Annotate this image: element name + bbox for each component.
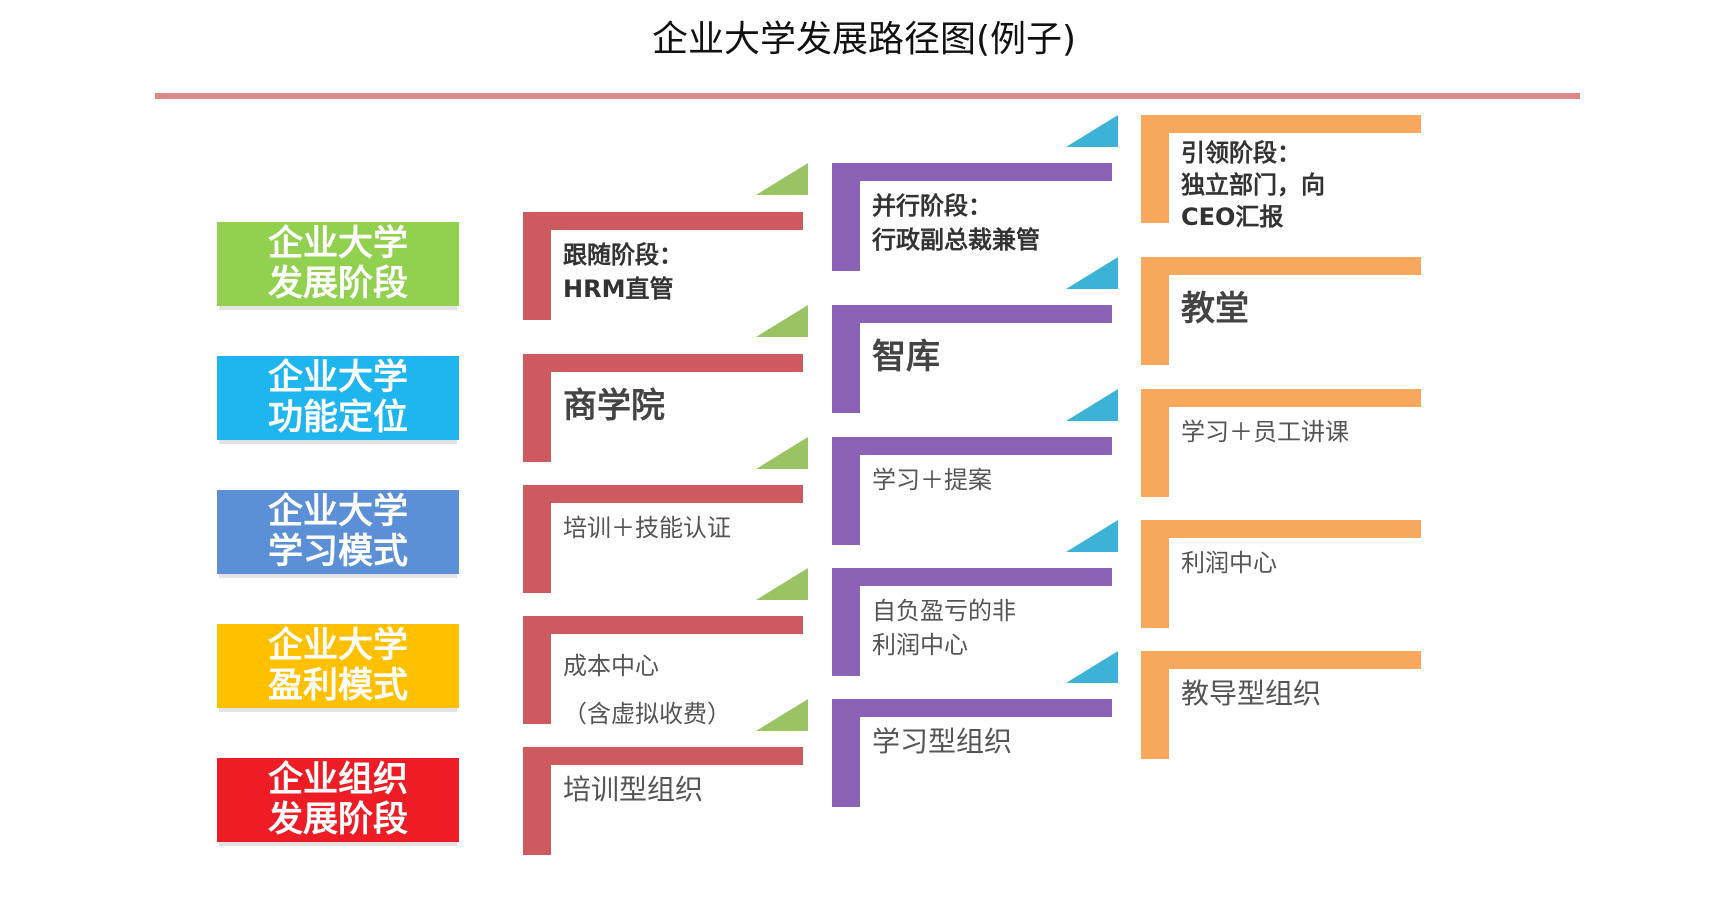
col3-card-org: 教导型组织	[1141, 651, 1421, 759]
arrow-triangle	[1066, 257, 1118, 289]
label-development-stage: 企业大学 发展阶段	[217, 222, 459, 306]
label-function-positioning: 企业大学 功能定位	[217, 356, 459, 440]
col2-card-development: 并行阶段： 行政副总裁兼管	[832, 163, 1112, 271]
col2-card-org: 学习型组织	[832, 699, 1112, 807]
col1-card-org: 培训型组织	[523, 747, 803, 855]
arrow-triangle	[1066, 389, 1118, 421]
label-learning-mode: 企业大学 学习模式	[217, 490, 459, 574]
col2-card-learning: 学习＋提案	[832, 437, 1112, 545]
col1-card-learning: 培训＋技能认证	[523, 485, 803, 593]
col3-card-development: 引领阶段： 独立部门，向 CEO汇报	[1141, 115, 1421, 231]
col2-card-profit: 自负盈亏的非 利润中心	[832, 568, 1112, 676]
arrow-triangle	[756, 437, 808, 469]
page-title: 企业大学发展路径图(例子)	[651, 19, 1077, 60]
arrow-triangle	[756, 568, 808, 600]
arrow-triangle	[756, 163, 808, 195]
col3-card-function: 教堂	[1141, 257, 1421, 365]
arrow-triangle	[756, 699, 808, 731]
col3-card-learning: 学习＋员工讲课	[1141, 389, 1421, 497]
col2-card-function: 智库	[832, 305, 1112, 413]
col3-card-profit: 利润中心	[1141, 520, 1421, 628]
arrow-triangle	[1066, 520, 1118, 552]
arrow-triangle	[756, 305, 808, 337]
label-org-stage: 企业组织 发展阶段	[217, 758, 459, 842]
col1-card-development: 跟随阶段： HRM直管	[523, 212, 803, 320]
col1-card-function: 商学院	[523, 354, 803, 462]
arrow-triangle	[1066, 115, 1118, 147]
title-divider	[155, 93, 1580, 99]
arrow-triangle	[1066, 651, 1118, 683]
label-profit-mode: 企业大学 盈利模式	[217, 624, 459, 708]
col1-card-profit: 成本中心 （含虚拟收费）	[523, 616, 803, 728]
